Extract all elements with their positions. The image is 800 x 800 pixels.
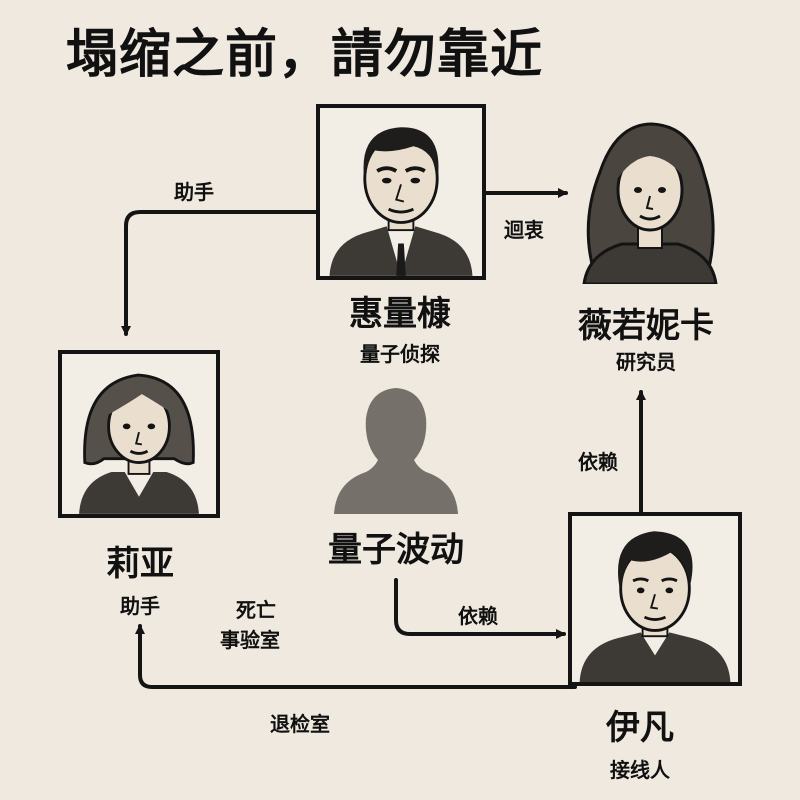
- node-vivian-name: 薇若妮卡: [578, 306, 714, 346]
- edge-shadow-to-ivan: [394, 578, 566, 639]
- edge-label-lia-death-1: 死亡: [236, 598, 276, 622]
- node-shadow-name: 量子波动: [328, 530, 464, 570]
- edge-label-hui-to-lia: 助手: [174, 180, 214, 204]
- edge-label-shadow-to-ivan: 依赖: [458, 604, 498, 628]
- node-hui-role: 量子侦探: [360, 342, 440, 366]
- edge-label-lia-death-2: 事验室: [220, 628, 280, 652]
- node-vivian-role: 研究员: [616, 350, 676, 374]
- node-lia-name: 莉亚: [106, 544, 174, 584]
- portrait-lia: [58, 350, 220, 518]
- portrait-hui: [316, 104, 486, 280]
- edge-hui-to-lia: [121, 210, 320, 336]
- woman-portrait-icon: [582, 122, 718, 284]
- page-title: 塌缩之前，請勿靠近: [66, 25, 544, 85]
- edge-label-hui-to-vivian: 迴衷: [504, 218, 544, 242]
- node-lia-role: 助手: [120, 594, 160, 618]
- edge-label-ivan-to-vivian: 依赖: [578, 450, 618, 474]
- portrait-ivan: [568, 512, 742, 686]
- silhouette-icon: [334, 388, 458, 514]
- node-ivan-role: 接线人: [610, 758, 670, 782]
- node-hui-name: 惠量槺: [349, 294, 451, 334]
- edge-label-ivan-to-lia: 退检室: [270, 712, 330, 736]
- node-ivan-name: 伊凡: [606, 708, 674, 748]
- young-man-portrait-icon: [579, 531, 731, 682]
- edge-ivan-to-lia: [135, 624, 577, 689]
- man-portrait-icon: [329, 127, 473, 276]
- woman-portrait-icon: [79, 373, 199, 514]
